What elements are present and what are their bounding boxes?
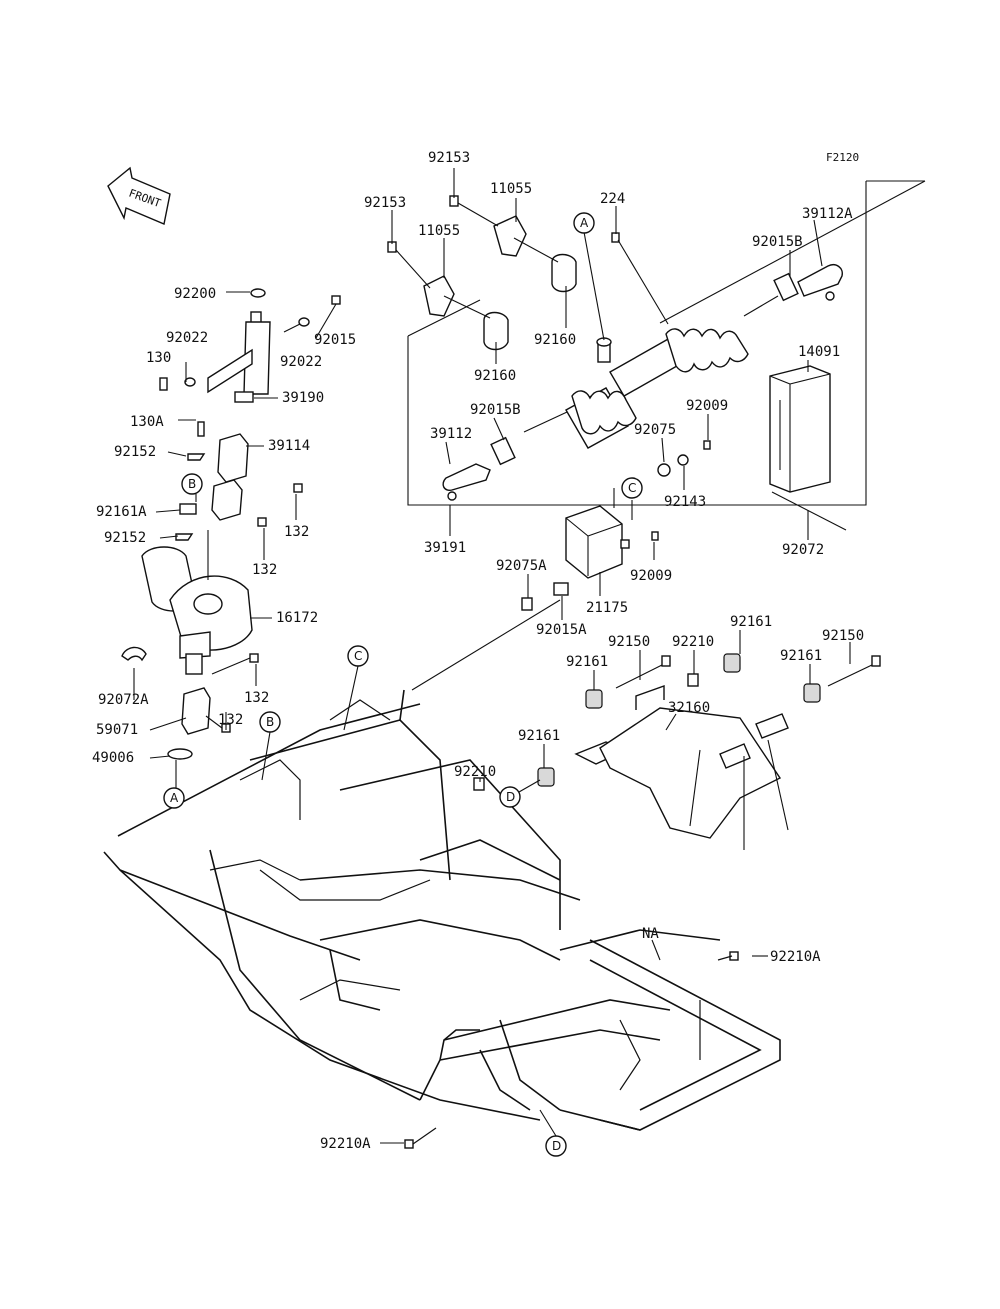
part-label: 14091	[798, 344, 840, 360]
part-label: 39190	[282, 390, 324, 406]
steering-column	[159, 288, 341, 403]
part-label: 92072	[782, 542, 824, 558]
reference-markers: A C B C B A D D	[163, 212, 643, 1157]
strap-92072	[771, 491, 847, 531]
part-label: 49006	[92, 750, 134, 766]
part-label: 92022	[280, 354, 322, 370]
tie-rod-end-left	[442, 436, 516, 501]
part-label: 92015B	[752, 234, 803, 250]
part-label: 92153	[364, 195, 406, 211]
ecu-module	[565, 505, 630, 579]
ref-marker: C	[628, 481, 636, 495]
tie-rod-end-right	[773, 264, 843, 302]
universal-joint-upper	[197, 421, 303, 527]
part-label: 92150	[608, 634, 650, 650]
part-label: 39112A	[802, 206, 853, 222]
part-label: 11055	[490, 181, 532, 197]
part-label: 92161	[730, 614, 772, 630]
part-label: 92150	[822, 628, 864, 644]
part-label: 132	[244, 690, 269, 706]
part-label: 92200	[174, 286, 216, 302]
ref-marker: B	[188, 477, 196, 491]
part-label: 16172	[276, 610, 318, 626]
ref-marker: D	[506, 790, 515, 804]
ref-marker: D	[552, 1139, 561, 1153]
part-label: 92009	[686, 398, 728, 414]
part-label: 21175	[586, 600, 628, 616]
part-label: 132	[218, 712, 243, 728]
part-label: 92210A	[320, 1136, 371, 1152]
part-label: NA	[642, 926, 659, 942]
main-frame	[103, 689, 781, 1149]
ref-marker: A	[170, 791, 179, 805]
ref-marker: C	[354, 649, 362, 663]
part-label: 92075A	[496, 558, 547, 574]
part-label: 92161	[780, 648, 822, 664]
part-label: 92210	[672, 634, 714, 650]
part-label: 92072A	[98, 692, 149, 708]
rack-clamps	[387, 195, 669, 351]
part-label: 92160	[534, 332, 576, 348]
part-label: 92161	[518, 728, 560, 744]
part-label: 92210	[454, 764, 496, 780]
steering-rack	[523, 295, 779, 449]
part-label: 39112	[430, 426, 472, 442]
part-label: 92153	[428, 150, 470, 166]
small-hardware-right	[521, 440, 711, 611]
part-label: 39114	[268, 438, 310, 454]
part-label: 92009	[630, 568, 672, 584]
lower-joint	[121, 646, 259, 760]
part-label: 11055	[418, 223, 460, 239]
part-label: 92075	[634, 422, 676, 438]
part-label: 32160	[668, 700, 710, 716]
part-label: 92015	[314, 332, 356, 348]
column-washers	[175, 453, 206, 541]
part-label: 92022	[166, 330, 208, 346]
rack-group-outline	[407, 180, 926, 536]
part-label: 92015B	[470, 402, 521, 418]
bolts-92150	[615, 655, 881, 689]
part-label: 92152	[104, 530, 146, 546]
part-label: 130A	[130, 414, 164, 430]
part-label: 59071	[96, 722, 138, 738]
part-label: 92160	[474, 368, 516, 384]
part-label: 39191	[424, 540, 466, 556]
part-label: 132	[284, 524, 309, 540]
part-label: 224	[600, 191, 625, 207]
ref-marker: B	[266, 715, 274, 729]
part-label: 130	[146, 350, 171, 366]
part-label: 92015A	[536, 622, 587, 638]
controller-box	[769, 365, 831, 493]
part-label: 92210A	[770, 949, 821, 965]
bushings-92161	[473, 653, 821, 791]
part-label: 132	[252, 562, 277, 578]
leader-lines	[133, 168, 851, 1144]
eps-assist-unit	[141, 530, 253, 675]
part-labels: 92153 11055 224 92153 11055 92015B 39112…	[92, 150, 864, 1152]
part-label: 92161A	[96, 504, 147, 520]
part-label: 92143	[664, 494, 706, 510]
part-label: 92152	[114, 444, 156, 460]
front-arrow-icon: FRONT	[107, 166, 171, 225]
figure-code: F2120	[826, 151, 859, 164]
lower-arm	[574, 685, 789, 850]
ref-marker: A	[580, 216, 589, 230]
part-label: 92161	[566, 654, 608, 670]
